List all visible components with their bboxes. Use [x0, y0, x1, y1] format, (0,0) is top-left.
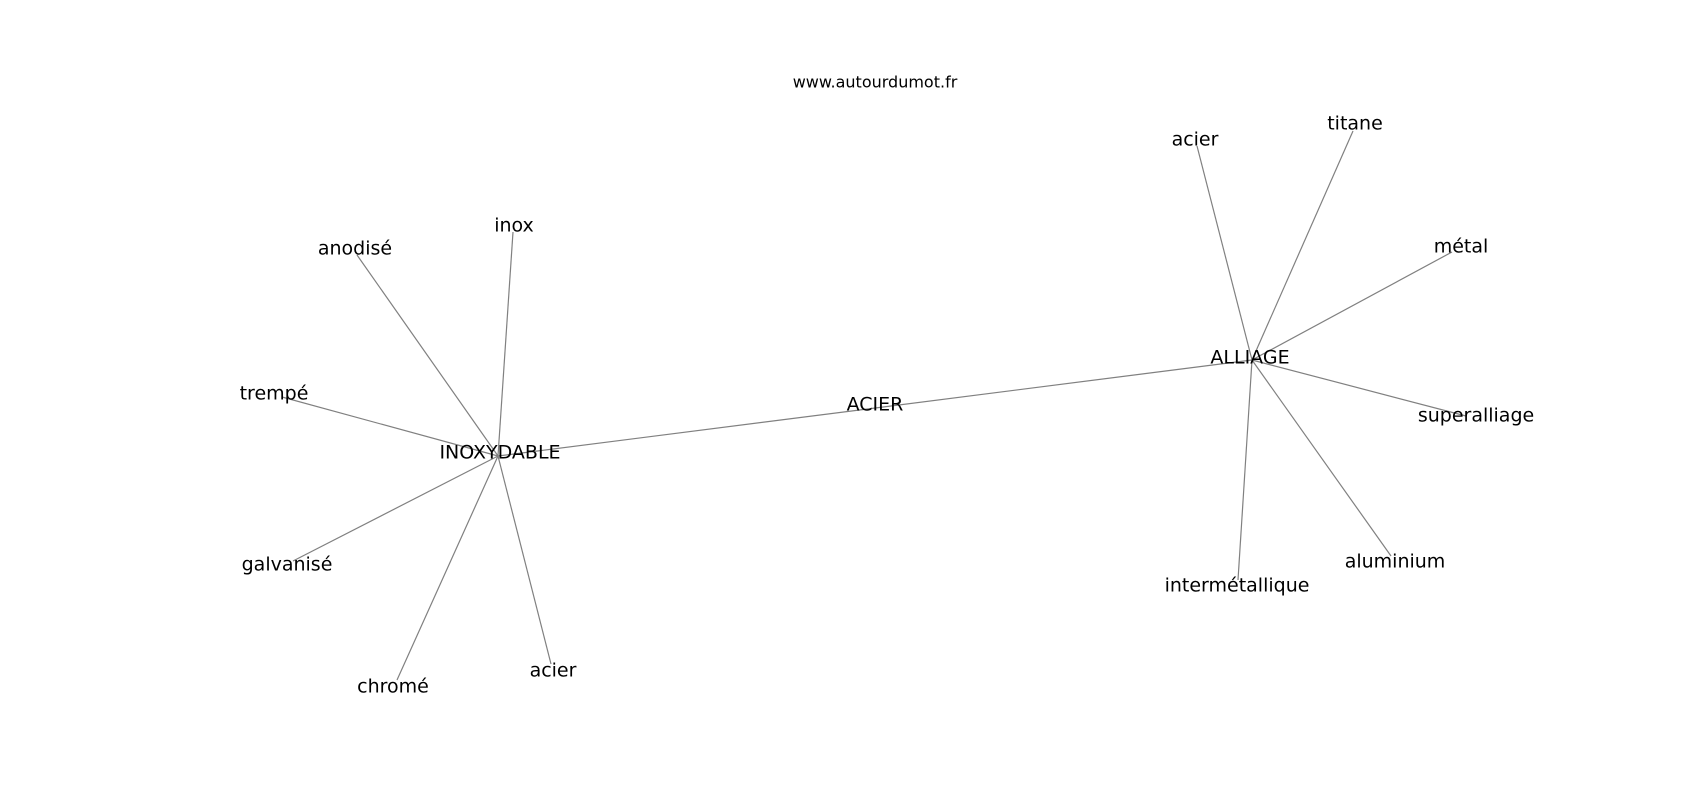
edge-alliage-titane — [1251, 130, 1354, 361]
edge-alliage-intermetallique — [1237, 359, 1253, 581]
node-label-anodise: anodisé — [318, 238, 392, 260]
watermark: www.autourdumot.fr — [793, 73, 958, 92]
node-label-inoxydable: INOXYDABLE — [439, 442, 560, 464]
node-label-intermetallique: intermétallique — [1165, 575, 1310, 597]
edge-inoxydable-acier_inox — [497, 455, 552, 665]
edge-inoxydable-galvanise — [292, 455, 499, 562]
node-label-galvanise: galvanisé — [242, 554, 333, 576]
edge-alliage-metal — [1251, 251, 1453, 361]
graph-labels: ACIER INOXYDABLE ALLIAGE inox anodisé trempé g… — [240, 113, 1535, 698]
edge-alliage-acier_alliage — [1196, 145, 1253, 361]
edge-inoxydable-anodise — [356, 254, 499, 457]
node-label-alliage: ALLIAGE — [1210, 347, 1289, 369]
node-label-chrome: chromé — [357, 676, 429, 698]
node-label-trempe: trempé — [240, 383, 309, 405]
node-label-inox: inox — [494, 215, 534, 237]
node-label-acier-alliage: acier — [1172, 129, 1219, 151]
edge-alliage-superalliage — [1251, 359, 1467, 417]
node-label-aluminium: aluminium — [1345, 551, 1446, 573]
node-label-acier-center: ACIER — [847, 394, 904, 416]
edge-inoxydable-trempe — [281, 396, 499, 457]
node-label-titane: titane — [1327, 113, 1383, 135]
node-label-superalliage: superalliage — [1418, 405, 1534, 427]
node-label-metal: métal — [1434, 236, 1489, 258]
node-label-acier-inox: acier — [530, 660, 577, 682]
edge-inoxydable-alliage — [497, 359, 1253, 457]
edge-inoxydable-inox — [497, 231, 514, 457]
edge-inoxydable-chrome — [396, 455, 499, 681]
graph-edges — [281, 130, 1467, 681]
edge-alliage-aluminium — [1251, 359, 1392, 557]
